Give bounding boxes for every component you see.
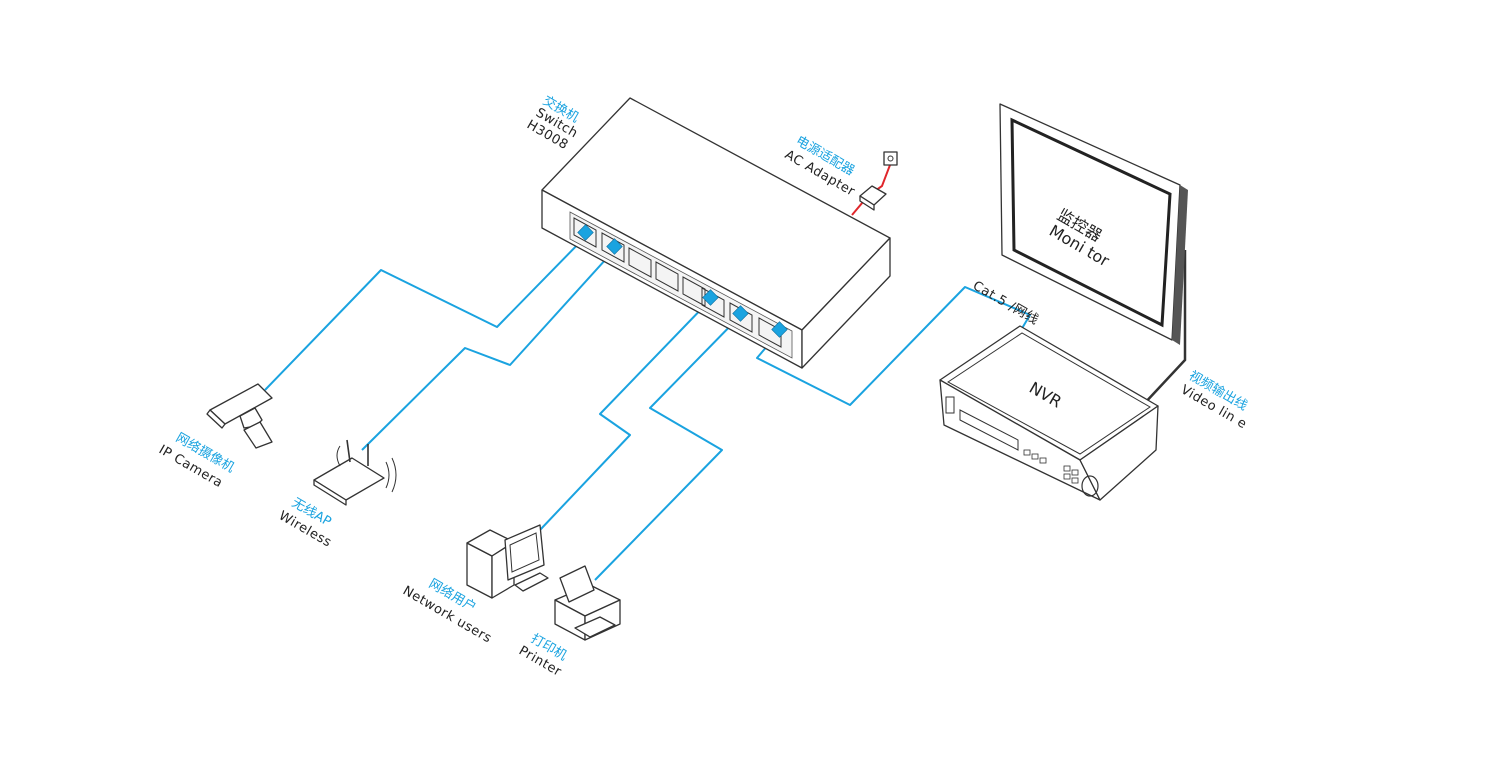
ac-adapter	[859, 151, 898, 211]
cable-nvr	[756, 286, 1031, 406]
nvr-buttons	[1023, 449, 1079, 484]
cable-printer	[594, 314, 742, 581]
ap-body	[313, 457, 385, 501]
camera-base	[243, 421, 273, 449]
camera-lens	[206, 409, 226, 429]
port-8	[758, 317, 782, 348]
ap-antenna-1	[346, 439, 351, 463]
monitor	[999, 103, 1188, 345]
pc-monitor	[504, 524, 545, 581]
switch-side	[801, 237, 891, 369]
nvr-knob	[1081, 475, 1099, 497]
outlet-hole	[887, 155, 894, 162]
monitor-screen	[1010, 117, 1172, 328]
cable-wireless	[361, 247, 617, 451]
nvr-inner-top	[947, 332, 1151, 455]
ap-front	[313, 479, 347, 506]
wifi-waves-icon	[336, 445, 397, 493]
monitor-depth	[1172, 185, 1188, 345]
nvr-power-switch	[945, 396, 955, 414]
pc-screen	[509, 532, 540, 573]
wireless-ap	[313, 439, 397, 506]
cable-video	[1142, 250, 1187, 406]
nvr-side	[1079, 405, 1159, 501]
port-5	[682, 276, 706, 307]
plug-printer	[732, 305, 749, 322]
plug-camera	[577, 224, 594, 241]
printer-tray	[574, 616, 616, 638]
power-outlet	[883, 151, 898, 166]
adapter-side	[859, 195, 875, 211]
switch-plugs	[577, 224, 788, 338]
port-3	[628, 247, 652, 278]
plug-nvr	[771, 321, 788, 338]
pc-keyboard	[514, 572, 549, 592]
plug-wireless	[606, 238, 623, 255]
port-1	[573, 217, 597, 248]
printer-paper	[559, 565, 595, 603]
switch-port-panel	[569, 211, 793, 359]
port-4	[655, 261, 679, 292]
printer	[554, 565, 621, 641]
nvr-drive-slot	[959, 409, 1019, 451]
cables	[264, 164, 1187, 581]
switch	[541, 97, 891, 369]
network-user-pc	[466, 524, 549, 599]
ip-camera	[206, 383, 273, 449]
nvr	[939, 325, 1159, 501]
cable-camera	[264, 235, 587, 391]
cable-users	[539, 298, 712, 531]
cat5-label: Cat.5 /网线	[970, 278, 1041, 328]
plug-users	[702, 289, 719, 306]
